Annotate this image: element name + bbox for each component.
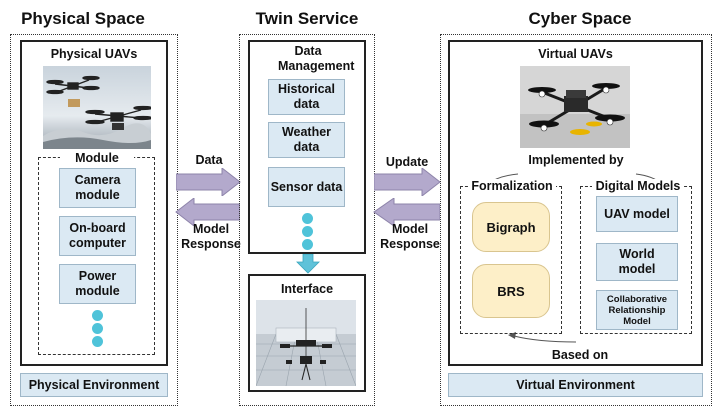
ellipsis-dot [302, 226, 313, 237]
ellipsis-dot [92, 336, 103, 347]
interface-label: Interface [280, 282, 334, 296]
model-response-right-label: Model Response [380, 222, 440, 251]
brs-box: BRS [472, 264, 550, 318]
virtual-uav-image [520, 66, 630, 148]
implemented-by-label: Implemented by [528, 153, 624, 167]
model-response-right-arrow [373, 198, 440, 226]
twin-service-panel [239, 34, 375, 406]
formalization-label: Formalization [468, 179, 556, 193]
world-model-box: World model [596, 243, 678, 281]
virtual-environment-box: Virtual Environment [448, 373, 703, 397]
physical-space-title: Physical Space [21, 9, 145, 28]
model-response-left-label: Model Response [181, 222, 241, 251]
interface-screenshot [255, 300, 357, 387]
historical-data-box: Historical data [268, 79, 345, 115]
weather-data-box: Weather data [268, 122, 345, 158]
update-arrow-label: Update [385, 155, 429, 169]
data-management-label: Data Management [278, 44, 355, 73]
onboard-computer-box: On-board computer [59, 216, 136, 256]
power-module-box: Power module [59, 264, 136, 304]
digital-models-label: Digital Models [592, 179, 684, 193]
physical-space-panel [10, 34, 178, 406]
physical-uav-image [43, 66, 153, 149]
ellipsis-dot [302, 213, 313, 224]
based-on-label: Based on [551, 348, 609, 362]
physical-environment-box: Physical Environment [20, 373, 168, 397]
ellipsis-dot [302, 239, 313, 250]
virtual-uavs-label: Virtual UAVs [538, 47, 613, 61]
module-label: Module [60, 151, 134, 165]
sensor-data-box: Sensor data [268, 167, 345, 207]
data-arrow-label: Data [195, 153, 223, 167]
uav-model-box: UAV model [596, 196, 678, 232]
bigraph-box: Bigraph [472, 202, 550, 252]
collaborative-relationship-model-box: Collaborative Relationship Model [596, 290, 678, 330]
ellipsis-dot [92, 310, 103, 321]
model-response-left-arrow [175, 198, 240, 226]
cyber-space-title: Cyber Space [528, 9, 632, 28]
camera-module-box: Camera module [59, 168, 136, 208]
ellipsis-dot [92, 323, 103, 334]
update-arrow [374, 168, 441, 196]
data-arrow [176, 168, 241, 196]
interface-down-arrow [296, 254, 320, 274]
physical-uavs-label: Physical UAVs [50, 47, 138, 61]
cyber-space-panel [440, 34, 712, 406]
twin-service-title: Twin Service [255, 9, 359, 28]
